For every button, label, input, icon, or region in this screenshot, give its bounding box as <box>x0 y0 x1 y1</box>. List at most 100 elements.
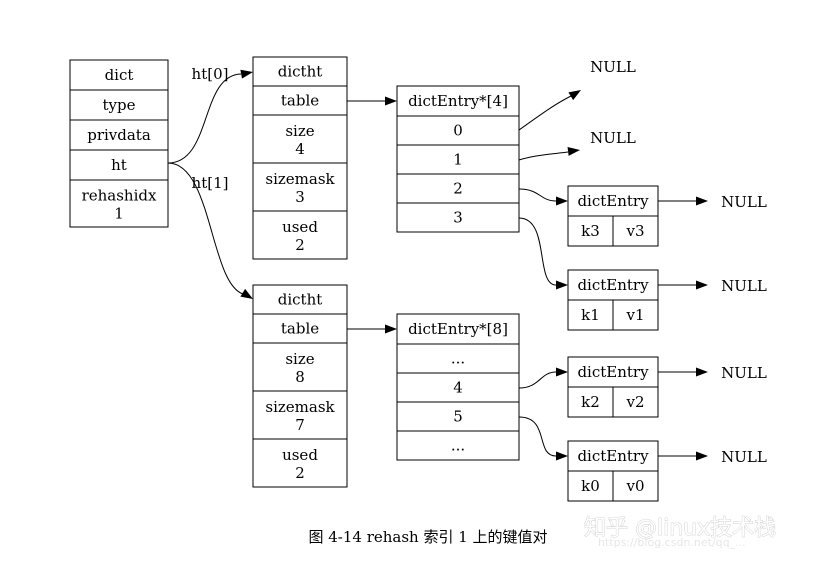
dictht-0-field: table <box>281 92 319 110</box>
slot3-entry-arrow-head <box>556 280 568 290</box>
slot1-null-arrow <box>518 151 569 161</box>
dictht-1-field-value: 8 <box>295 368 305 386</box>
slot2-entry-arrow-head <box>556 196 568 206</box>
table-0-field: 1 <box>453 151 463 169</box>
dictht-1-field-label: used <box>282 446 318 464</box>
ht1-label: ht[1] <box>192 174 229 192</box>
dictht-0-field: dictht <box>278 63 323 81</box>
dict-entry-title: dictEntry <box>577 447 649 465</box>
null-label: NULL <box>721 364 767 382</box>
dictht-0-cell <box>252 210 348 260</box>
dict-struct-cell <box>69 59 169 91</box>
table-1-field: ... <box>451 350 465 368</box>
dictht-0-field-label: sizemask <box>265 170 335 188</box>
table-0-cell <box>396 115 520 146</box>
entry-null-arrow-head <box>696 367 708 377</box>
dict-entry-value: v2 <box>625 393 644 411</box>
slot3-entry-arrow <box>518 217 557 286</box>
table-1-field: 5 <box>453 408 463 426</box>
dict-entry-key: k2 <box>581 393 600 411</box>
dictht-0-field-label: used <box>282 218 318 236</box>
slot0-null-arrow-head <box>568 90 581 101</box>
table-0-cell <box>396 173 520 204</box>
dict-entry-value-cell <box>612 386 659 418</box>
dict-struct-field-label: rehashidx <box>82 187 157 205</box>
dict-struct-field: type <box>103 96 136 114</box>
dict-struct-cell <box>69 179 169 228</box>
dict-struct-cell <box>69 149 169 181</box>
dict-entry-k2: dictEntry k2 v2 <box>567 356 659 418</box>
dictht-1-field-value: 2 <box>295 464 305 482</box>
ht1-arrow-head <box>240 288 253 299</box>
table-1-cell <box>396 343 520 374</box>
table-1-cell <box>396 430 520 461</box>
dict-entry-value: v1 <box>625 306 644 324</box>
entry-null-arrow-head <box>696 196 708 206</box>
dictht-1-cell <box>252 438 348 488</box>
table-1-field: dictEntry*[8] <box>408 320 508 338</box>
watermark-url: https://blog.csdn.net/qq_... <box>598 536 746 549</box>
dictht-0-cell <box>252 56 348 87</box>
watermark: 知乎 @linux技术栈 <box>584 516 776 541</box>
dict-struct-cell <box>69 119 169 151</box>
dict-entry-title: dictEntry <box>577 276 649 294</box>
dict-entry-value: v3 <box>625 222 644 240</box>
table-1: dictEntry*[8]... 4 5... <box>396 313 520 461</box>
ht0-label: ht[0] <box>192 65 229 83</box>
pointer-arrows <box>167 69 708 461</box>
dict-struct-field: ht <box>111 156 127 174</box>
dict-struct-field: privdata <box>87 126 151 144</box>
dictht-0-cell <box>252 114 348 164</box>
entry-null-arrow-head <box>696 451 708 461</box>
slot0-null-arrow <box>518 95 572 131</box>
slot5-entry-arrow <box>518 416 557 457</box>
table0-arrow-head <box>385 96 397 106</box>
slot5-entry-arrow-head <box>556 451 568 461</box>
table-0-field: 2 <box>453 180 463 198</box>
dict-entry-title-cell <box>567 269 659 301</box>
dictht-0-field-value: 4 <box>295 140 305 158</box>
table1-arrow-head <box>385 324 397 334</box>
slot1-null-arrow-head <box>567 146 580 156</box>
dictht-0-field-value: 3 <box>295 188 305 206</box>
dict-struct-cell <box>69 89 169 121</box>
dictht-1-field-value: 7 <box>295 416 305 434</box>
dictht-1-field: dictht <box>278 291 323 309</box>
table-1-cell <box>396 313 520 345</box>
dictht-1-cell <box>252 313 348 344</box>
dictht-1-cell <box>252 390 348 440</box>
null-label: NULL <box>721 277 767 295</box>
entry-null-arrow-head <box>696 280 708 290</box>
null-label: NULL <box>721 448 767 466</box>
null-label: NULL <box>590 129 636 147</box>
dict-entry-title: dictEntry <box>577 363 649 381</box>
dict-entry-value-cell <box>612 299 659 331</box>
ht1-arrow <box>167 162 244 295</box>
dict-entry-key-cell <box>567 470 614 502</box>
dictht-0-field-value: 2 <box>295 236 305 254</box>
dict-struct-field-value: 1 <box>114 205 124 223</box>
table-1-field: 4 <box>453 379 463 397</box>
dictht-1-cell <box>252 284 348 315</box>
dictht-1-field: table <box>281 320 319 338</box>
dict-entry-value-cell <box>612 470 659 502</box>
dict-entry-key-cell <box>567 215 614 247</box>
table-0-cell <box>396 144 520 175</box>
slot2-entry-arrow <box>518 188 557 202</box>
ht0-arrow <box>167 73 242 164</box>
table-1-field: ... <box>451 437 465 455</box>
struct-boxes: dicttypeprivdatahtrehashidx1dicthttables… <box>69 56 659 502</box>
table-0-field: dictEntry*[4] <box>408 92 508 110</box>
ht0-arrow-head <box>240 69 253 79</box>
dict-entry-value: v0 <box>625 477 644 495</box>
null-label: NULL <box>721 193 767 211</box>
dict-entry-value-cell <box>612 215 659 247</box>
dictht-1-field-label: sizemask <box>265 398 335 416</box>
